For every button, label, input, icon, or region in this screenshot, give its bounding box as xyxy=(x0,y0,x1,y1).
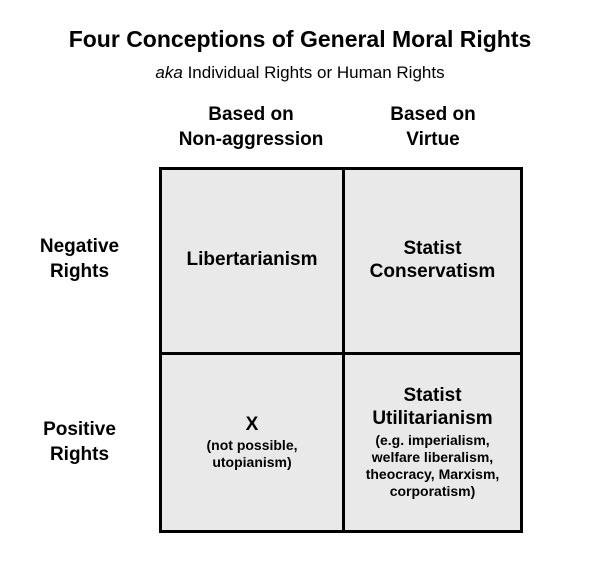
cell-statist-conservatism: Statist Conservatism xyxy=(345,170,520,355)
page-title: Four Conceptions of General Moral Rights xyxy=(68,26,532,52)
column-header-non-aggression: Based on Non-aggression xyxy=(178,104,324,150)
cell-main-text: Statist Utilitarianism xyxy=(372,385,493,429)
cell-statist-utilitarianism: Statist Utilitarianism (e.g. imperialism… xyxy=(345,355,520,530)
cell-x-not-possible: X (not possible, utopianism) xyxy=(162,355,345,530)
cell-libertarianism: Libertarianism xyxy=(162,170,345,355)
cell-main-text: Libertarianism xyxy=(186,249,318,271)
row-label-negative-rights: Negative Rights xyxy=(39,235,120,282)
cell-sub-text: (e.g. imperialism, welfare liberalism, t… xyxy=(365,431,500,499)
row-label-positive-rights: Positive Rights xyxy=(43,418,116,465)
page-subtitle: aka Individual Rights or Human Rights xyxy=(0,63,600,83)
matrix-grid: Libertarianism Statist Conservatism X (n… xyxy=(159,167,523,533)
subtitle-aka: aka xyxy=(155,63,183,82)
column-header-virtue: Based on Virtue xyxy=(390,104,476,150)
cell-main-text: X xyxy=(245,413,259,435)
subtitle-rest: Individual Rights or Human Rights xyxy=(182,63,445,82)
cell-main-text: Statist Conservatism xyxy=(369,237,496,282)
cell-sub-text: (not possible, utopianism) xyxy=(206,437,298,471)
